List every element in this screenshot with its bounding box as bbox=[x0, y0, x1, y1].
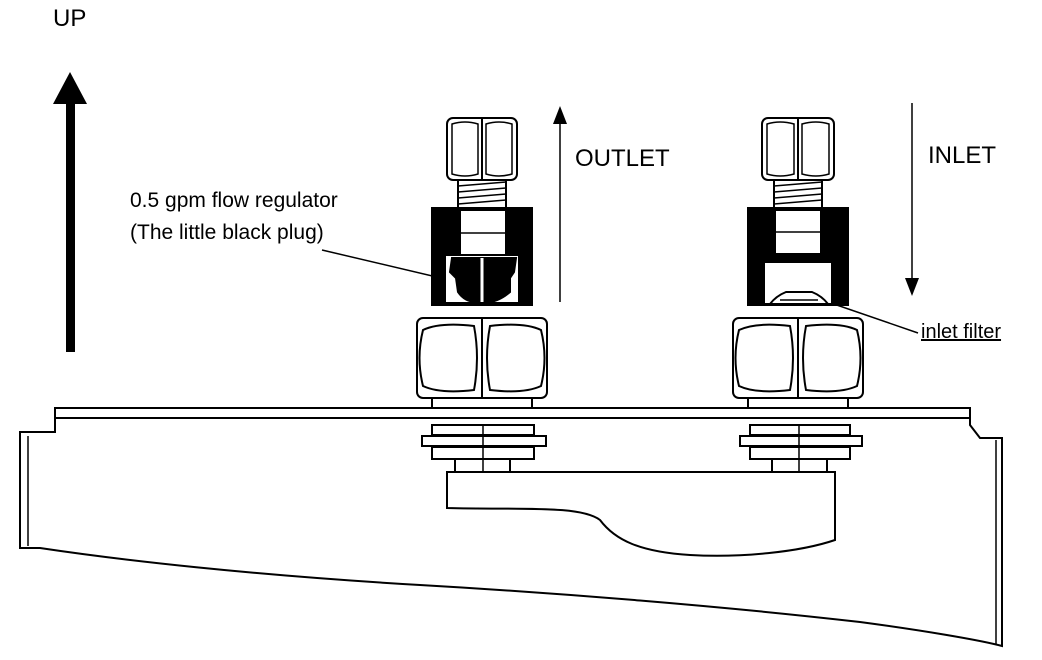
up-arrow bbox=[53, 72, 87, 352]
inlet-label: INLET bbox=[928, 142, 996, 169]
inlet-filter bbox=[767, 291, 831, 305]
outlet-arrow bbox=[553, 106, 567, 302]
outlet-threaded-stem bbox=[457, 179, 507, 209]
flow-regulator-label-line1: 0.5 gpm flow regulator bbox=[130, 189, 338, 212]
inlet-filter-label: inlet filter bbox=[921, 321, 1001, 343]
flow-regulator-label-line2: (The little black plug) bbox=[130, 221, 324, 244]
inlet-lower-hex-nut bbox=[732, 317, 864, 399]
lower-mounting-block bbox=[421, 424, 863, 557]
up-label: UP bbox=[53, 5, 86, 32]
inlet-arrow bbox=[905, 103, 919, 296]
outlet-top-hex-nut bbox=[446, 117, 518, 181]
inlet-body bbox=[747, 207, 849, 306]
inlet-filter-leader-line bbox=[827, 301, 919, 334]
outlet-fitting bbox=[416, 117, 548, 409]
outlet-label: OUTLET bbox=[575, 145, 670, 172]
inlet-threaded-stem bbox=[773, 179, 823, 209]
flow-regulator-plug bbox=[448, 257, 518, 304]
outlet-lock-washer bbox=[431, 397, 533, 409]
inlet-fitting bbox=[732, 117, 864, 409]
outlet-lower-hex-nut bbox=[416, 317, 548, 399]
inlet-top-hex-nut bbox=[761, 117, 835, 181]
inlet-lock-washer bbox=[747, 397, 849, 409]
